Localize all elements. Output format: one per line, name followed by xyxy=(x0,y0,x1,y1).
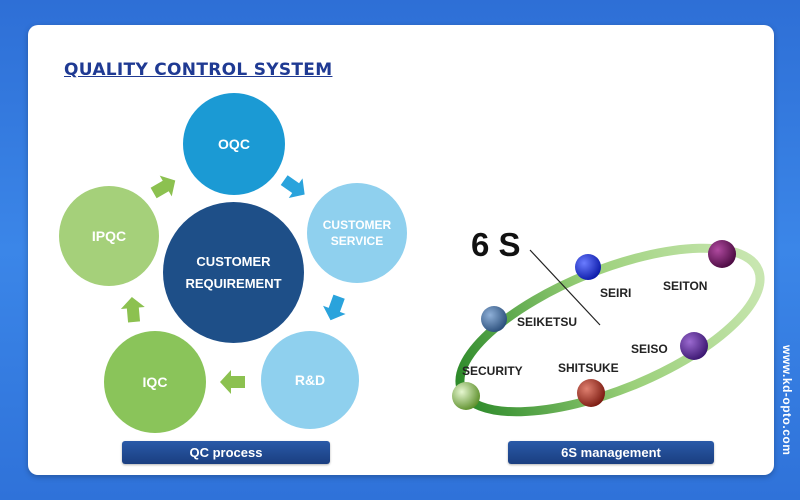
ipqc-label: IPQC xyxy=(91,228,127,244)
website-watermark: www.kd-opto.com xyxy=(780,345,794,456)
customer-service-label-line1: CUSTOMER xyxy=(322,218,392,232)
seiton-ball xyxy=(708,240,736,268)
rd-label: R&D xyxy=(294,372,326,388)
customer-requirement-line2: REQUIREMENT xyxy=(185,275,282,291)
oqc-circle: OQC xyxy=(183,93,285,195)
six-s-management-label: 6S management xyxy=(508,441,714,464)
pointer-line xyxy=(529,249,601,326)
customer-requirement-circle: CUSTOMER REQUIREMENT xyxy=(163,202,304,343)
iqc-label: IQC xyxy=(142,374,168,390)
seiri-ball xyxy=(575,254,601,280)
qc-process-label: QC process xyxy=(122,441,330,464)
arrow-rd-to-iqc-icon xyxy=(220,370,245,394)
security-label: SECURITY xyxy=(462,364,523,378)
arrow-ipqc-to-oqc-icon xyxy=(150,175,176,199)
ipqc-circle: IPQC xyxy=(59,186,159,286)
six-s-title: 6 S xyxy=(471,226,521,263)
seiso-ball xyxy=(680,332,708,360)
seiso-label: SEISO xyxy=(631,342,668,356)
iqc-circle: IQC xyxy=(104,331,206,433)
oqc-label: OQC xyxy=(218,136,250,152)
customer-requirement-line1: CUSTOMER xyxy=(196,253,271,269)
rd-circle: R&D xyxy=(261,331,359,429)
seiketsu-label: SEIKETSU xyxy=(517,315,578,329)
shitsuke-ball xyxy=(577,379,605,407)
arrow-service-to-rd-icon xyxy=(323,294,346,321)
shitsuke-label: SHITSUKE xyxy=(558,361,619,375)
page-title: QUALITY CONTROL SYSTEM xyxy=(64,60,333,80)
arrow-iqc-to-ipqc-icon xyxy=(120,297,145,323)
seiri-label: SEIRI xyxy=(600,286,632,300)
arrow-oqc-to-service-icon xyxy=(280,175,305,198)
seiketsu-ball xyxy=(481,306,507,332)
security-ball xyxy=(452,382,480,410)
seiton-label: SEITON xyxy=(663,279,708,293)
customer-service-circle: CUSTOMER SERVICE xyxy=(307,183,407,283)
customer-service-label-line2: SERVICE xyxy=(330,234,384,248)
